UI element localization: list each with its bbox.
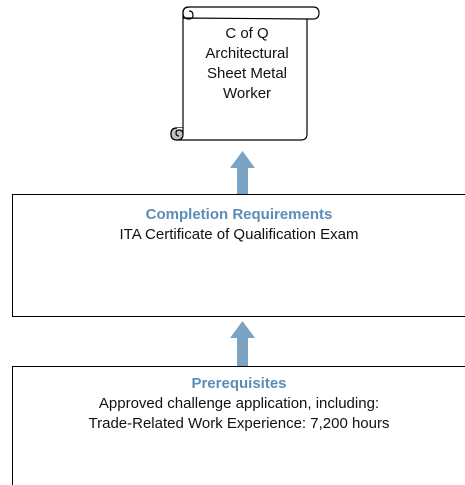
credential-line: C of Q — [225, 25, 269, 42]
scroll-bottom-curl-icon — [170, 127, 184, 141]
prerequisite-item: Approved challenge application, includin… — [98, 395, 380, 412]
scroll-top-roll — [182, 6, 320, 20]
completion-requirement-item: ITA Certificate of Qualification Exam — [119, 226, 359, 243]
credential-line: Architectural — [205, 45, 289, 62]
arrow-completion-to-credential — [230, 151, 255, 194]
prerequisites-box: Prerequisites Approved challenge applica… — [12, 366, 465, 485]
scroll-top-curl-icon — [182, 6, 194, 20]
prerequisites-title: Prerequisites — [191, 375, 287, 392]
completion-requirements-title: Completion Requirements — [145, 206, 333, 223]
completion-requirements-box: Completion Requirements ITA Certificate … — [12, 194, 465, 317]
credential-line: Worker — [222, 85, 272, 102]
prerequisite-item: Trade-Related Work Experience: 7,200 hou… — [88, 415, 390, 432]
credential-line: Sheet Metal — [206, 65, 288, 82]
credential-text: C of Q Architectural Sheet Metal Worker — [183, 24, 311, 104]
arrow-prerequisites-to-completion — [230, 321, 255, 366]
